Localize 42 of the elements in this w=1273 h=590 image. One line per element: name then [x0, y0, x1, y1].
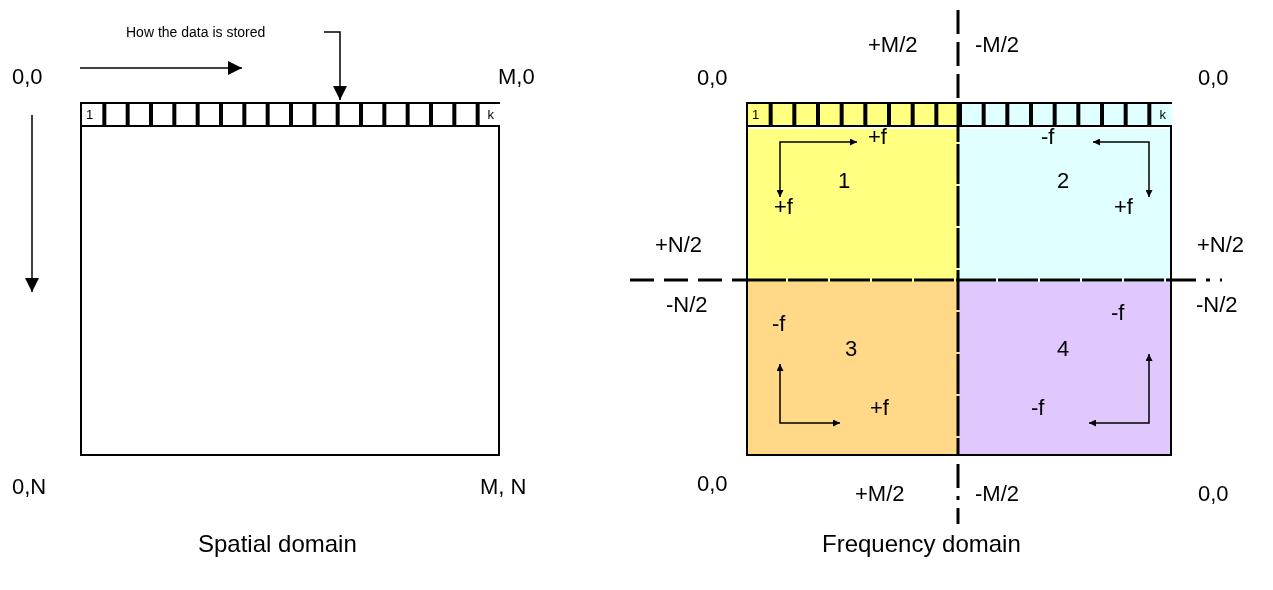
cell-index: 1	[86, 107, 94, 122]
quadrant-panel	[959, 129, 1170, 282]
frequency-sign: -f	[1031, 396, 1045, 420]
corner-coordinate: 0,N	[12, 475, 47, 499]
cell-index: k	[1159, 107, 1166, 122]
axis-value: +M/2	[868, 33, 918, 57]
quadrant-panel	[748, 129, 959, 282]
axis-value: -N/2	[666, 293, 708, 317]
axis-value: -N/2	[1196, 293, 1238, 317]
data-grid-frame	[80, 102, 500, 456]
quadrant-number: 2	[1057, 169, 1070, 193]
frequency-sign: -f	[1041, 125, 1055, 149]
quadrant-number: 4	[1057, 337, 1070, 361]
corner-coordinate: M,0	[498, 65, 535, 89]
axis-value: +M/2	[855, 482, 905, 506]
corner-coordinate: 0,0	[1198, 482, 1229, 506]
frequency-sign: +f	[870, 396, 889, 420]
corner-coordinate: M, N	[480, 475, 527, 499]
frequency-sign: +f	[868, 125, 887, 149]
panel-caption: Spatial domain	[198, 532, 357, 556]
corner-coordinate: 0,0	[697, 472, 728, 496]
axis-value: -M/2	[975, 482, 1019, 506]
corner-coordinate: 0,0	[12, 65, 43, 89]
quadrant-panel	[959, 282, 1170, 454]
panel-caption: Frequency domain	[822, 532, 1021, 556]
corner-coordinate: 0,0	[1198, 66, 1229, 90]
axis-value: +N/2	[1197, 233, 1245, 257]
quadrant-number: 1	[838, 169, 851, 193]
leader-arrow	[323, 31, 347, 101]
quadrant-number: 3	[845, 337, 858, 361]
frequency-sign: +f	[774, 195, 793, 219]
cell-index: k	[487, 107, 494, 122]
corner-coordinate: 0,0	[697, 66, 728, 90]
frequency-sign: -f	[772, 312, 786, 336]
frequency-sign: +f	[1114, 195, 1133, 219]
axis-value: -M/2	[975, 33, 1019, 57]
cell-index: 1	[752, 107, 760, 122]
note-text: How the data is stored	[126, 21, 322, 43]
frequency-sign: -f	[1111, 301, 1125, 325]
data-grid-frame	[746, 102, 1172, 456]
axis-value: +N/2	[655, 233, 703, 257]
quadrant-panel	[748, 282, 959, 454]
